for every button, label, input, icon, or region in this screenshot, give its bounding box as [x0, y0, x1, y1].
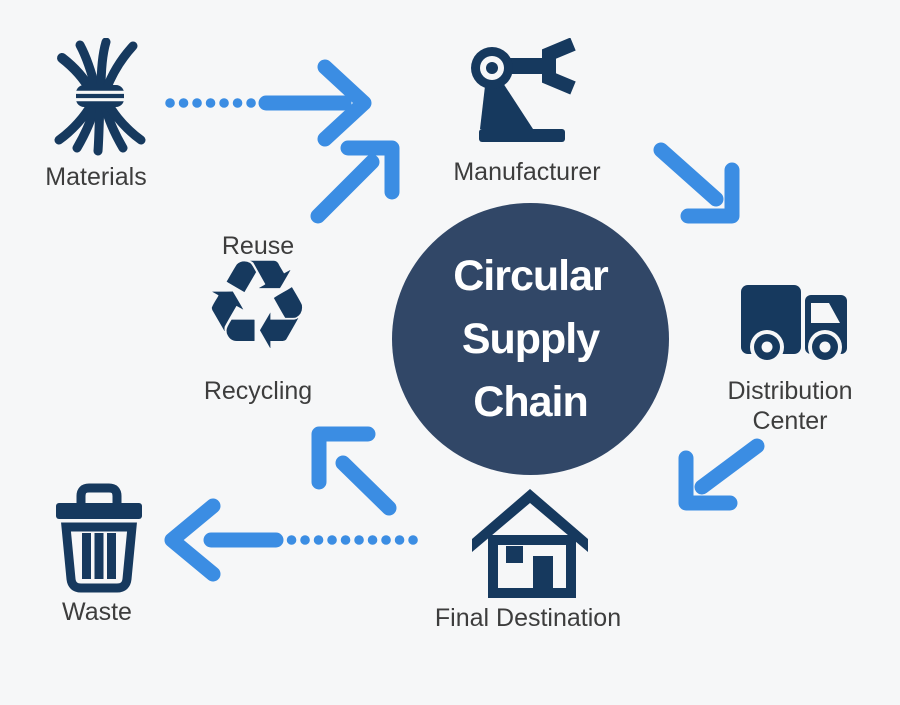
- delivery-truck-icon: [741, 285, 847, 362]
- recycle-icon: ♻: [201, 234, 313, 378]
- center-circle: Circular Supply Chain: [392, 203, 669, 475]
- arrow-head: [340, 140, 400, 200]
- reuse-label: Reuse: [221, 232, 295, 260]
- robot-arm-icon: [471, 38, 576, 142]
- arrow-final-destination-to-waste: [164, 498, 423, 582]
- arrow-head: [678, 450, 738, 511]
- arrow-head: [680, 162, 740, 224]
- distribution-center-label: Distribution Center: [727, 377, 853, 435]
- arrow-materials-to-manufacturer: [165, 59, 372, 147]
- arrow-head: [311, 426, 376, 490]
- center-title-line-1: Circular: [453, 251, 609, 300]
- final-destination-label: Final Destination: [434, 604, 622, 632]
- center-title-line-2: Supply: [461, 314, 600, 363]
- waste-label: Waste: [62, 598, 132, 626]
- trash-can-icon: [56, 483, 142, 593]
- arrow-shaft: [694, 438, 765, 495]
- arrow-shaft: [335, 455, 397, 516]
- arrow-head: [317, 59, 372, 147]
- arrow-reuse-to-manufacturer: [310, 140, 400, 224]
- wheat-sheaf-icon: [54, 38, 146, 156]
- arrow-head: [164, 498, 221, 582]
- arrow-final-destination-to-recycling: [311, 426, 397, 516]
- arrow-shaft: [310, 154, 380, 224]
- recycling-label: Recycling: [203, 377, 313, 405]
- arrow-shaft: [653, 142, 724, 207]
- materials-label: Materials: [45, 163, 147, 191]
- house-icon: [472, 489, 588, 598]
- center-title-line-3: Chain: [473, 377, 588, 426]
- arrow-distribution-to-final-destination: [678, 438, 765, 511]
- manufacturer-label: Manufacturer: [453, 158, 601, 186]
- arrow-manufacturer-to-distribution: [653, 142, 740, 224]
